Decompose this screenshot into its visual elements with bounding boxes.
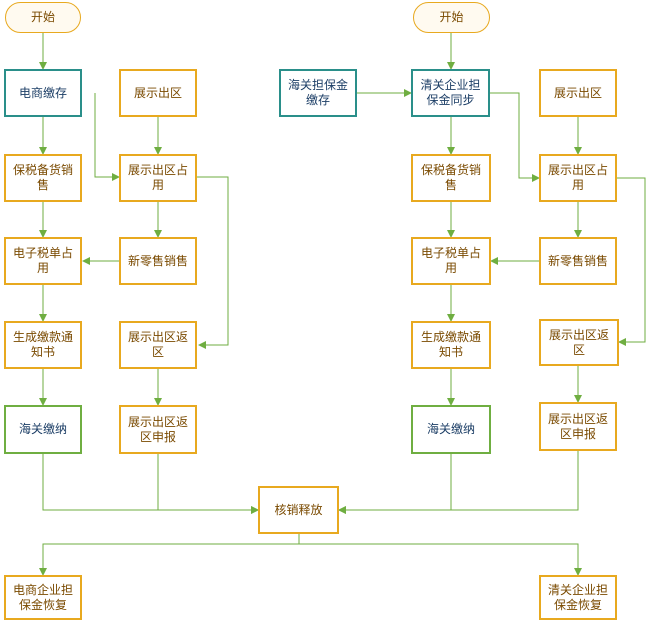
connector bbox=[299, 543, 582, 576]
etax-occupy-node-left: 电子税单占用 bbox=[4, 237, 82, 285]
customs-guarantee-deposit-node: 海关担保金缴存 bbox=[279, 69, 357, 117]
connector bbox=[617, 177, 646, 346]
start-right: 开始 bbox=[413, 2, 490, 33]
show-return-node-left: 展示出区返区 bbox=[119, 321, 197, 369]
clearance-guarantee-sync-node: 清关企业担保金同步 bbox=[411, 69, 490, 117]
new-retail-sales-node-right: 新零售销售 bbox=[539, 237, 617, 285]
bonded-stock-sales-node-left: 保税备货销售 bbox=[4, 154, 82, 202]
start-left: 开始 bbox=[5, 2, 81, 33]
payment-notice-node-left: 生成缴款通知书 bbox=[4, 321, 82, 369]
connector bbox=[338, 454, 452, 514]
ecom-guarantee-restore-node: 电商企业担保金恢复 bbox=[4, 575, 82, 620]
ecom-deposit-node: 电商缴存 bbox=[4, 69, 82, 117]
show-return-declare-node-left: 展示出区返区申报 bbox=[119, 405, 197, 454]
customs-payment-node-left: 海关缴纳 bbox=[4, 405, 82, 454]
connector bbox=[490, 92, 540, 182]
show-export-occupy-node-left: 展示出区占用 bbox=[119, 154, 197, 202]
clearance-guarantee-restore-node: 清关企业担保金恢复 bbox=[539, 575, 617, 620]
show-export-node-left: 展示出区 bbox=[119, 69, 197, 117]
connector bbox=[197, 176, 229, 349]
show-export-occupy-node-right: 展示出区占用 bbox=[539, 154, 617, 202]
connector bbox=[42, 454, 259, 514]
etax-occupy-node-right: 电子税单占用 bbox=[411, 237, 491, 285]
show-return-node-right: 展示出区返区 bbox=[539, 319, 619, 366]
connector bbox=[94, 93, 120, 181]
connector bbox=[157, 454, 259, 514]
show-export-node-right: 展示出区 bbox=[539, 69, 617, 117]
new-retail-sales-node-left: 新零售销售 bbox=[119, 237, 197, 285]
verify-release-node: 核销释放 bbox=[258, 486, 339, 534]
show-return-declare-node-right: 展示出区返区申报 bbox=[539, 402, 617, 451]
bonded-stock-sales-node-right: 保税备货销售 bbox=[411, 154, 491, 202]
connector bbox=[338, 451, 579, 514]
connector bbox=[39, 534, 300, 576]
customs-payment-node-right: 海关缴纳 bbox=[411, 405, 491, 454]
payment-notice-node-right: 生成缴款通知书 bbox=[411, 321, 491, 369]
